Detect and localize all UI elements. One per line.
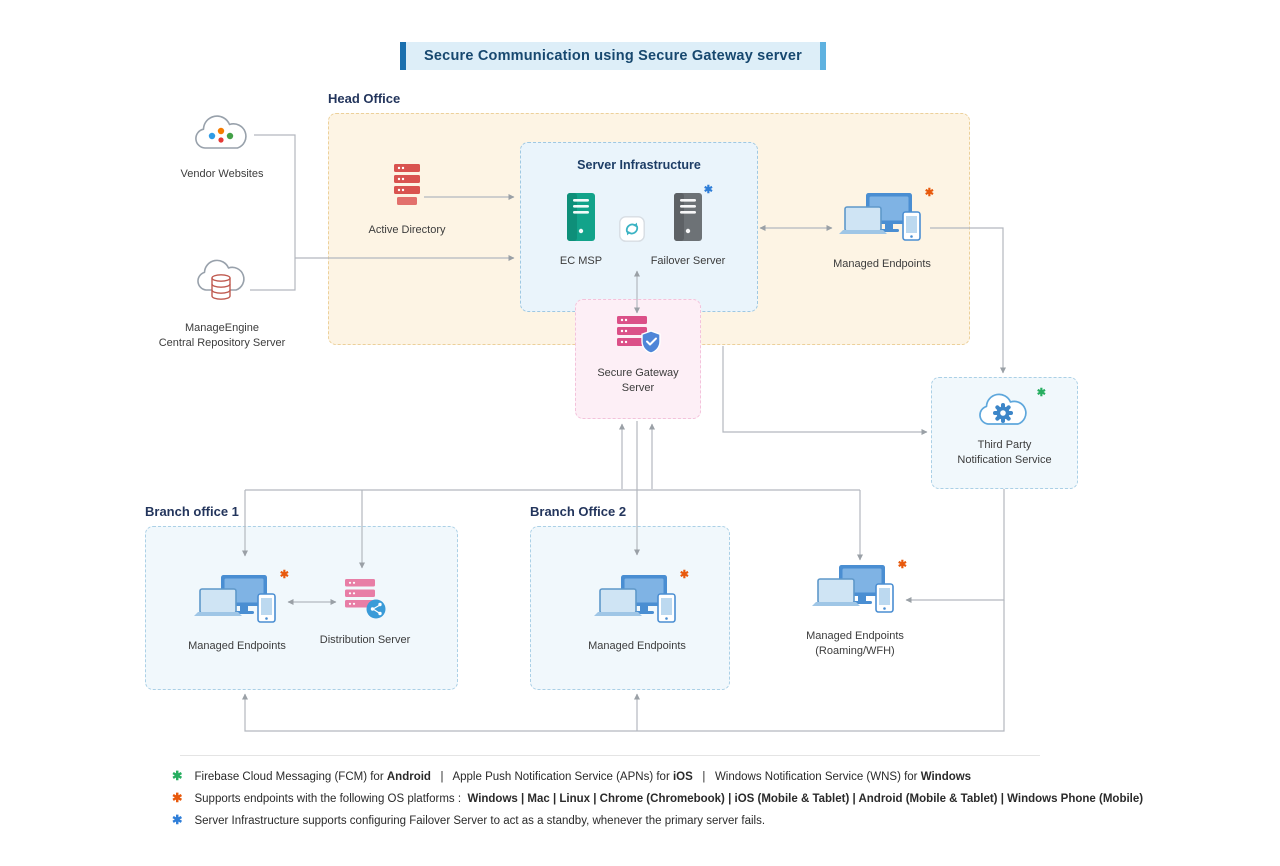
secure-gateway-shield-server-icon <box>617 316 661 354</box>
active-directory-server-icon <box>394 164 420 205</box>
secure-gateway-label-line1: Secure Gateway <box>597 367 679 379</box>
branch2-title: Branch Office 2 <box>530 504 627 519</box>
branch1-title: Branch office 1 <box>145 504 239 519</box>
managed-endpoints-roaming-asterisk: ✱ <box>897 559 907 571</box>
managed-endpoints-devices-icon <box>594 575 676 623</box>
footnote-fcm-text2: | Apple Push Notification Service (APNs)… <box>430 771 673 783</box>
head-office-title: Head Office <box>328 91 401 106</box>
central-repository-label: ManageEngine Central Repository Server <box>159 321 286 352</box>
active-directory-node: Active Directory <box>357 162 457 238</box>
ec-msp-label: EC MSP <box>559 255 603 267</box>
third-party-notification-label: Third Party Notification Service <box>931 438 1078 469</box>
secure-gateway-label-line2: Server <box>621 382 655 395</box>
managed-endpoints-branch1-node: ✱ Managed Endpoints <box>182 569 292 654</box>
sync-icon-wrap <box>619 216 645 247</box>
vendor-websites-cloud-icon <box>195 115 247 149</box>
distribution-server-node: Distribution Server <box>313 576 417 648</box>
managed-endpoints-devices-icon <box>812 565 894 613</box>
managed-endpoints-roaming-line2: (Roaming/WFH) <box>815 645 895 658</box>
third-party-asterisk: ✱ <box>1036 387 1046 399</box>
footnote-failover: ✱ Server Infrastructure supports configu… <box>172 812 765 827</box>
secure-gateway-label: Secure Gateway Server <box>575 366 701 397</box>
page-title: Secure Communication using Secure Gatewa… <box>406 42 820 70</box>
footnote-fcm-text1: Firebase Cloud Messaging (FCM) for <box>194 771 387 783</box>
title-accent-left <box>400 42 406 70</box>
footnote-platforms-text1: Supports endpoints with the following OS… <box>194 793 468 805</box>
footnote-fcm-text3: | Windows Notification Service (WNS) for <box>692 771 921 783</box>
blue-asterisk-icon: ✱ <box>172 813 183 827</box>
managed-endpoints-branch1-label: Managed Endpoints <box>188 640 286 652</box>
footnote-fcm-bold2: iOS <box>672 771 693 783</box>
managed-endpoints-devices-icon <box>194 575 276 623</box>
central-repository-node: ManageEngine Central Repository Server <box>147 254 297 352</box>
green-asterisk-icon: ✱ <box>172 769 183 783</box>
footnote-fcm-bold1: Android <box>386 771 431 783</box>
managed-endpoints-head-office-label: Managed Endpoints <box>833 258 931 270</box>
third-party-label-line1: Third Party <box>977 439 1032 451</box>
managed-endpoints-head-office-node: ✱ Managed Endpoints <box>832 187 934 272</box>
footnote-fcm: ✱ Firebase Cloud Messaging (FCM) for And… <box>172 768 971 783</box>
title-accent-right <box>820 42 826 70</box>
central-repository-label-line1: ManageEngine <box>184 322 259 334</box>
managed-endpoints-head-office-asterisk: ✱ <box>924 187 934 199</box>
footnote-failover-text1: Server Infrastructure supports configuri… <box>194 815 766 827</box>
managed-endpoints-branch2-asterisk: ✱ <box>679 569 689 581</box>
server-infrastructure-title: Server Infrastructure <box>577 158 701 172</box>
distribution-server-share-icon <box>345 579 386 619</box>
vendor-websites-label: Vendor Websites <box>180 168 264 180</box>
managed-endpoints-branch2-label: Managed Endpoints <box>588 640 686 652</box>
repository-cloud-database-icon <box>197 259 245 300</box>
footnote-fcm-bold3: Windows <box>920 771 972 783</box>
central-repository-label-line2: Central Repository Server <box>158 337 286 350</box>
managed-endpoints-roaming-label: Managed Endpoints (Roaming/WFH) <box>806 629 904 660</box>
managed-endpoints-roaming-node: ✱ Managed Endpoints (Roaming/WFH) <box>795 559 915 660</box>
footnote-platforms: ✱ Supports endpoints with the following … <box>172 790 1143 805</box>
ec-msp-node: EC MSP <box>545 191 617 269</box>
managed-endpoints-branch1-asterisk: ✱ <box>279 569 289 581</box>
notification-cloud-gear-icon <box>979 393 1027 425</box>
third-party-label-line2: Notification Service <box>957 454 1052 467</box>
third-party-notification-node: ✱ <box>971 387 1046 437</box>
managed-endpoints-devices-icon <box>839 193 921 241</box>
orange-asterisk-icon: ✱ <box>172 791 183 805</box>
failover-server-label: Failover Server <box>650 255 726 267</box>
footnote-platforms-bold1: Windows | Mac | Linux | Chrome (Chromebo… <box>467 793 1144 805</box>
sync-arrows-icon <box>619 216 645 242</box>
distribution-server-label: Distribution Server <box>319 634 411 646</box>
managed-endpoints-branch2-node: ✱ Managed Endpoints <box>582 569 692 654</box>
vendor-websites-node: Vendor Websites <box>160 110 284 182</box>
footnote-separator <box>180 755 1040 756</box>
diagram-title-bar: Secure Communication using Secure Gatewa… <box>400 42 826 70</box>
active-directory-label: Active Directory <box>368 224 446 236</box>
managed-endpoints-roaming-line1: Managed Endpoints <box>806 630 904 642</box>
failover-server-node: ✱ Failover Server <box>650 184 726 269</box>
ec-msp-server-icon <box>567 193 595 241</box>
failover-server-icon <box>674 193 702 241</box>
secure-gateway-node <box>613 314 663 365</box>
failover-asterisk-marker: ✱ <box>703 184 713 196</box>
